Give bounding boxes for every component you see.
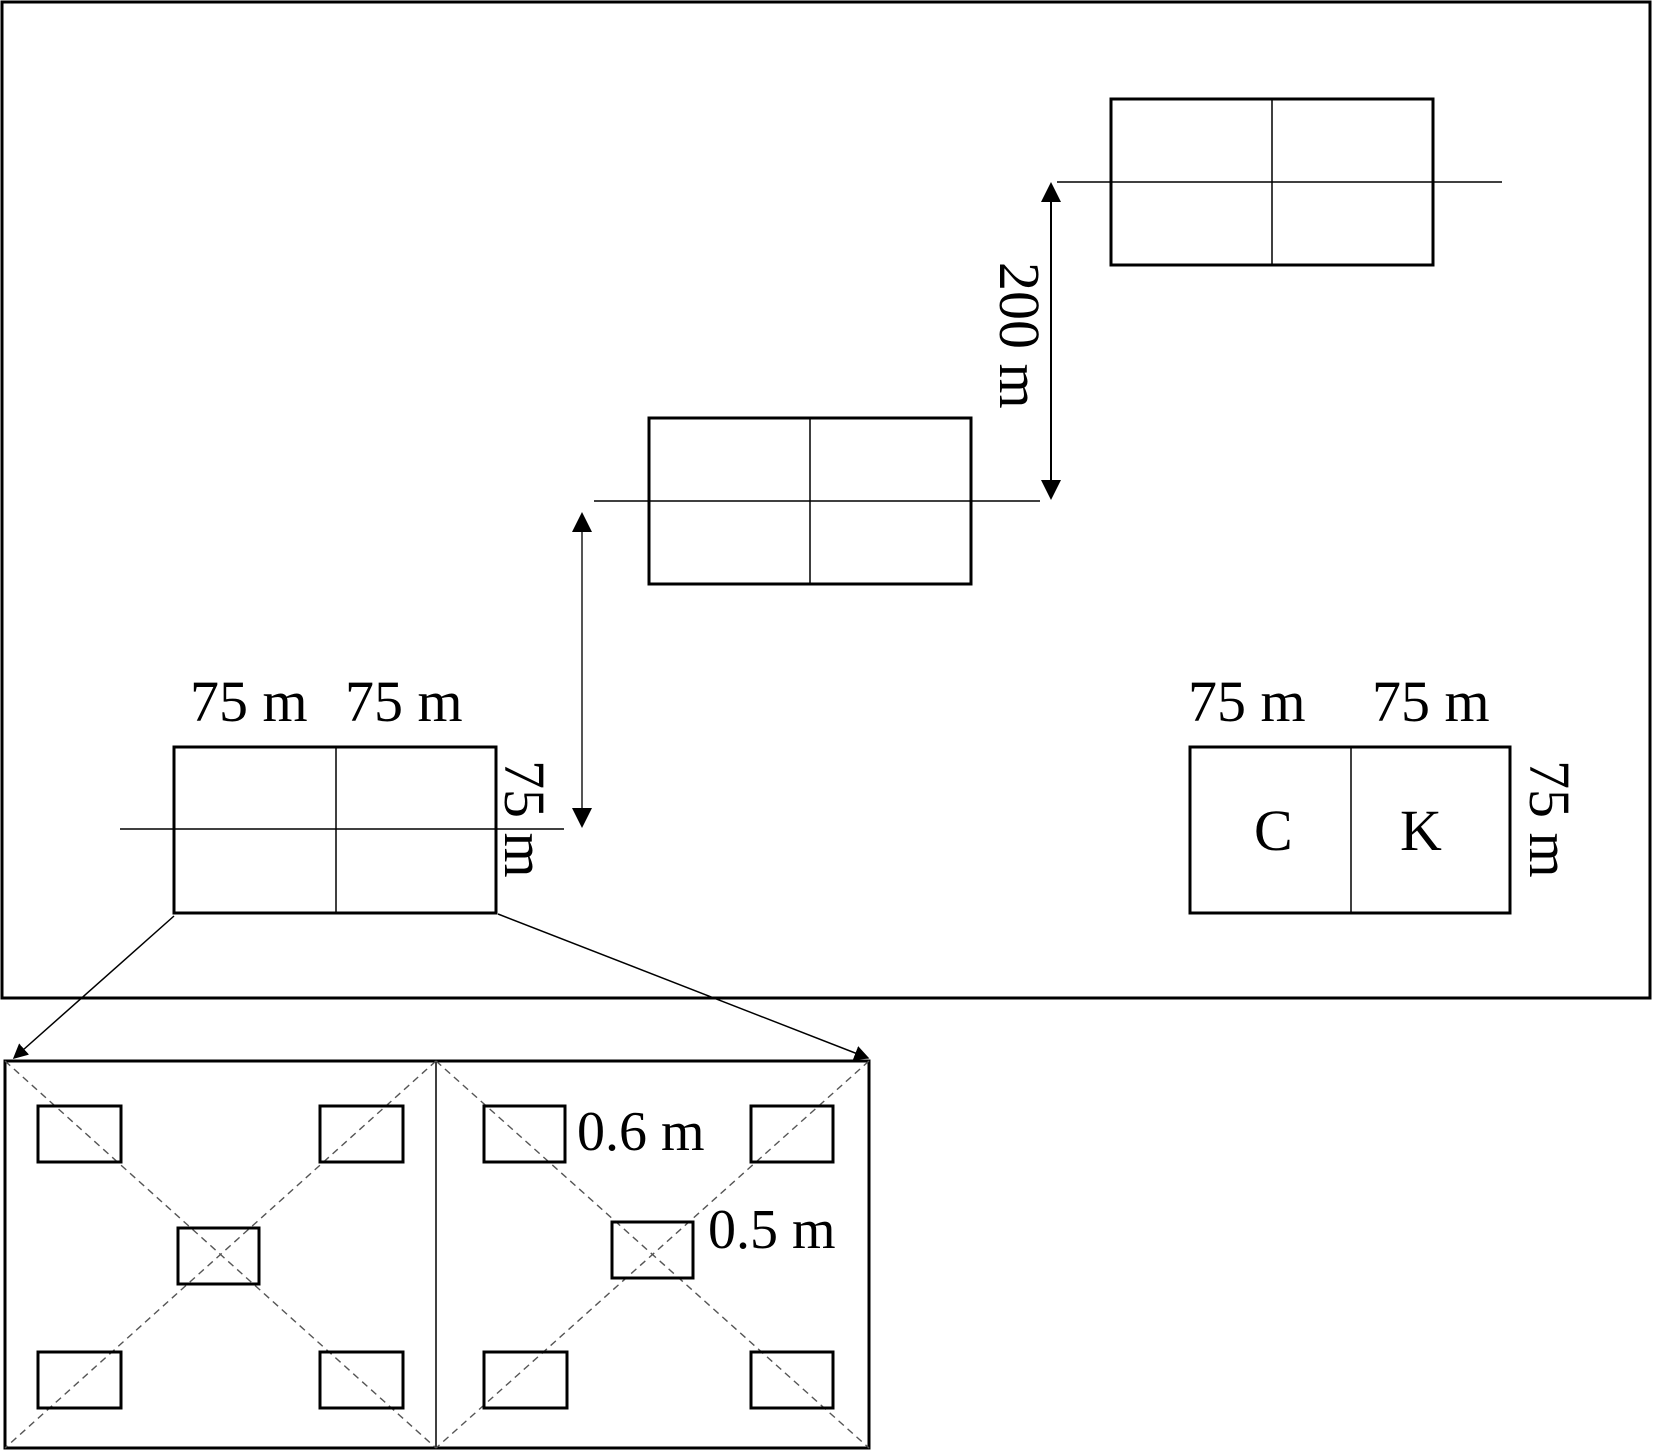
ck-left-dimension-label: 75 m <box>1188 669 1306 734</box>
ck-right-dimension-label: 75 m <box>1372 669 1490 734</box>
top-right-dimension-label: 75 m <box>345 669 463 734</box>
treatment-c-label: C <box>1254 798 1293 863</box>
quadrat <box>36 1350 123 1410</box>
ck-side-dimension-label: 75 m <box>1517 760 1582 878</box>
quadrat <box>318 1104 405 1164</box>
plot-upper-right <box>1057 97 1502 267</box>
quadrat <box>36 1104 123 1164</box>
zoom-line-left <box>12 915 175 1059</box>
quadrat <box>482 1104 567 1164</box>
quadrat-size-label-b: 0.5 m <box>708 1199 836 1261</box>
quadrat <box>749 1350 835 1410</box>
top-left-dimension-label: 75 m <box>190 669 308 734</box>
treatment-k-label: K <box>1400 798 1442 863</box>
detail-inset <box>3 1059 871 1450</box>
zoom-line-right <box>497 913 870 1061</box>
quadrat <box>482 1350 569 1410</box>
quadrat <box>318 1350 405 1410</box>
plot-middle <box>594 416 1040 586</box>
spacing-dimension-label: 200 m <box>987 262 1052 409</box>
control-plot <box>1188 745 1512 915</box>
quadrat <box>176 1226 261 1286</box>
side-dimension-label: 75 m <box>492 760 557 878</box>
quadrat <box>610 1220 695 1280</box>
plot-lower-left <box>120 745 564 915</box>
quadrat <box>749 1104 835 1164</box>
quadrat-size-label-a: 0.6 m <box>577 1101 705 1163</box>
study-area-frame <box>0 0 1652 1000</box>
